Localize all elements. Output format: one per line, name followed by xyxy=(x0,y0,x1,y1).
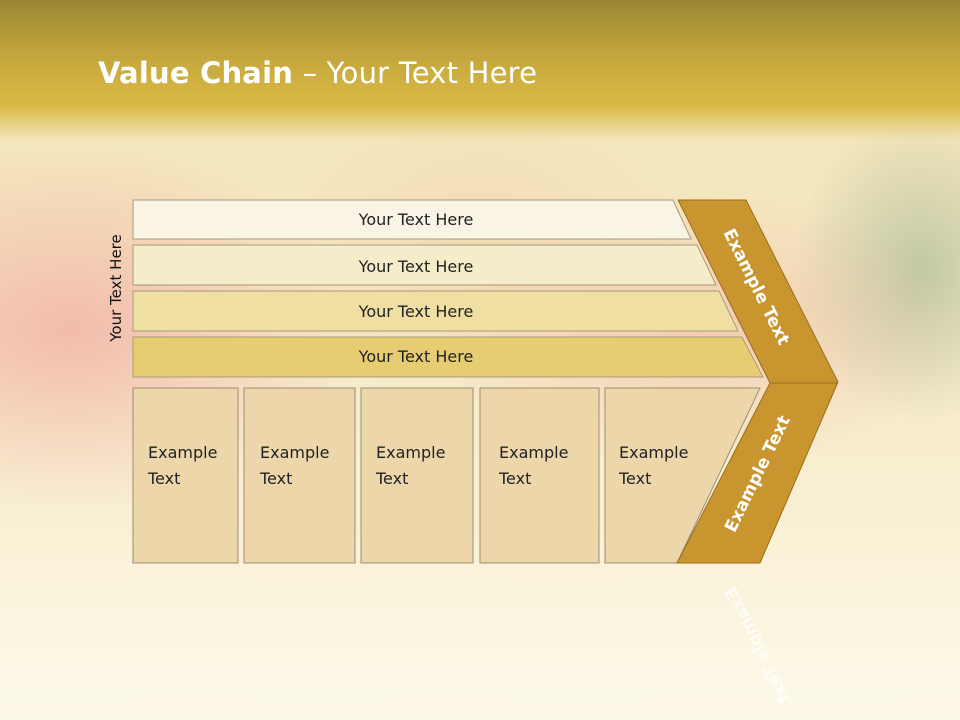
title-rest: – Your Text Here xyxy=(293,56,538,90)
cell-4-line1: Example xyxy=(499,443,568,462)
cell-1-line1: Example xyxy=(148,443,217,462)
bar-4[interactable] xyxy=(132,336,764,378)
reflection-cell xyxy=(132,564,239,720)
cell-5-line2: Text xyxy=(618,469,651,488)
cell-5-line1: Example xyxy=(619,443,688,462)
activity-cell-3[interactable] xyxy=(360,387,474,564)
bar-3-label: Your Text Here xyxy=(358,302,474,321)
bar-1[interactable] xyxy=(132,199,692,240)
cell-2-line2: Text xyxy=(259,469,292,488)
reflection-text: Text xyxy=(618,659,651,678)
reflection: Example Text Example Text Example Text E… xyxy=(132,564,829,720)
cell-2-line1: Example xyxy=(260,443,329,462)
reflection-text: Example xyxy=(499,683,568,702)
bar-3[interactable] xyxy=(132,290,739,332)
reflection-text: Example xyxy=(260,683,329,702)
reflection-text: Example xyxy=(376,683,445,702)
activity-cell-4[interactable] xyxy=(479,387,600,564)
cell-4-line2: Text xyxy=(498,469,531,488)
title-bold: Value Chain xyxy=(98,56,294,90)
reflection-cell xyxy=(360,564,474,720)
slide-title[interactable]: Value Chain – Your Text Here xyxy=(98,56,537,90)
bar-1-label: Your Text Here xyxy=(358,210,474,229)
bar-4-label: Your Text Here xyxy=(358,347,474,366)
reflection-cell xyxy=(243,564,356,720)
bar-2-label: Your Text Here xyxy=(358,257,474,276)
activity-cell-2[interactable] xyxy=(243,387,356,564)
reflection-text: Example xyxy=(148,683,217,702)
cell-1-line2: Text xyxy=(147,469,180,488)
reflection-text: Example xyxy=(619,683,688,702)
activity-cell-1[interactable] xyxy=(132,387,239,564)
reflection-text: Text xyxy=(498,659,531,678)
cell-3-line1: Example xyxy=(376,443,445,462)
reflection-chevron xyxy=(676,564,829,720)
reflection-text: Text xyxy=(375,659,408,678)
bar-2[interactable] xyxy=(132,244,717,286)
reflection-text: Text xyxy=(259,659,292,678)
reflection-text: Text xyxy=(147,659,180,678)
reflection-cell xyxy=(479,564,600,720)
cell-3-line2: Text xyxy=(375,469,408,488)
title-band xyxy=(0,0,960,140)
